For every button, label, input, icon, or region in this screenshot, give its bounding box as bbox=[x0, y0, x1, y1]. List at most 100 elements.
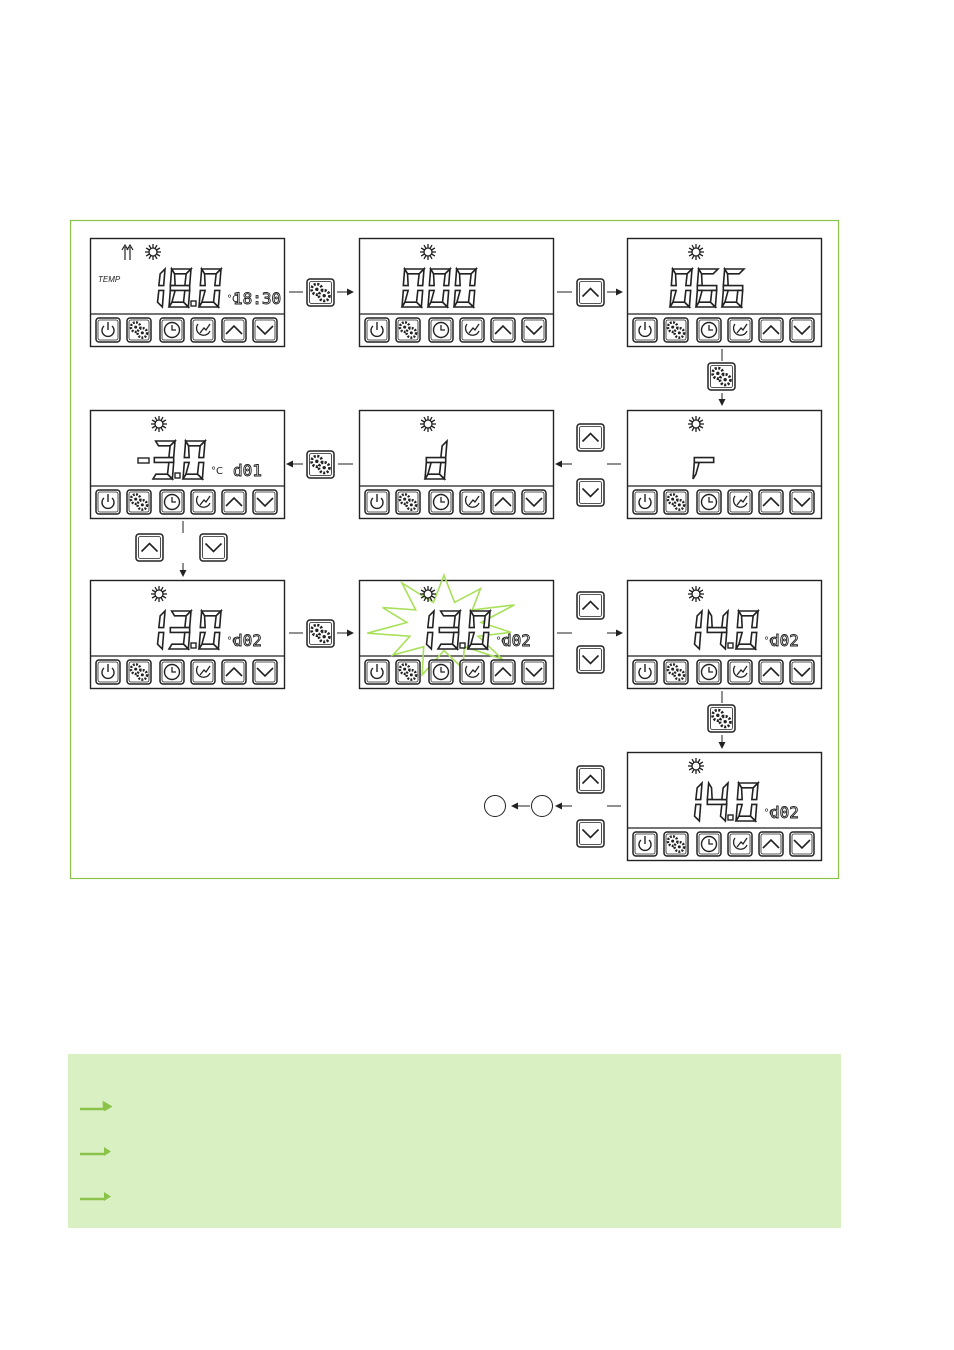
unit-label: °C bbox=[764, 636, 776, 647]
lcd-segment bbox=[169, 284, 191, 292]
sun-icon bbox=[420, 244, 436, 260]
step-up-key bbox=[576, 278, 605, 307]
step-up-key bbox=[576, 591, 605, 620]
lcd-main-value bbox=[425, 608, 492, 651]
step-gears-key bbox=[707, 704, 736, 733]
graph-button bbox=[459, 489, 485, 515]
lcd-sub-value: d01 bbox=[233, 461, 262, 480]
power-icon bbox=[638, 322, 652, 338]
lcd-decimal-point bbox=[190, 642, 197, 649]
lcd-segment bbox=[156, 289, 165, 309]
lcd-segment bbox=[427, 289, 436, 308]
sun-icon bbox=[688, 244, 704, 260]
power-icon bbox=[101, 322, 115, 338]
lcd-decimal-point bbox=[190, 300, 197, 307]
lcd-segment bbox=[468, 266, 477, 287]
step-down-key bbox=[576, 819, 605, 848]
lcd-segment bbox=[670, 266, 678, 287]
lcd-screen-1: TEMP°C18:30 bbox=[89, 237, 286, 348]
gears-icon bbox=[398, 663, 418, 681]
note-arrow-icon bbox=[80, 1100, 112, 1112]
chevron-down-icon bbox=[581, 654, 600, 665]
graph-icon bbox=[195, 665, 211, 678]
down-button bbox=[252, 317, 278, 343]
lcd-segment bbox=[720, 780, 729, 801]
lcd-sub-value: d02 bbox=[502, 631, 531, 650]
graph-icon bbox=[464, 665, 480, 678]
chevron-up-icon bbox=[225, 496, 243, 507]
lcd-main-value bbox=[156, 608, 223, 651]
graph-icon bbox=[732, 837, 748, 850]
chevron-up-icon bbox=[494, 324, 512, 335]
power-button bbox=[364, 317, 390, 343]
lcd-segment bbox=[736, 780, 744, 801]
sun-icon bbox=[151, 586, 167, 602]
power-icon bbox=[638, 494, 652, 510]
clock-icon bbox=[163, 663, 181, 681]
lcd-frame bbox=[89, 237, 286, 348]
power-button bbox=[364, 489, 390, 515]
power-button bbox=[632, 489, 658, 515]
lcd-segment bbox=[736, 608, 744, 629]
lcd-segment bbox=[694, 780, 703, 801]
lcd-decimal-point bbox=[459, 642, 466, 649]
unit-label: °C bbox=[496, 636, 508, 647]
chevron-up-icon bbox=[494, 496, 512, 507]
lcd-key-row bbox=[632, 317, 815, 343]
lcd-segment bbox=[454, 266, 462, 287]
up-button bbox=[221, 489, 247, 515]
down-button bbox=[789, 317, 815, 343]
graph-icon bbox=[464, 495, 480, 508]
lcd-main-value bbox=[692, 456, 715, 480]
gears-icon bbox=[711, 366, 732, 387]
lcd-segment bbox=[719, 803, 728, 823]
gears-icon bbox=[666, 493, 686, 511]
step-down-key bbox=[576, 478, 605, 507]
gears-icon bbox=[666, 663, 686, 681]
lcd-segment bbox=[735, 631, 744, 650]
lcd-segment bbox=[157, 266, 166, 287]
gears-icon bbox=[666, 835, 686, 853]
graph-icon bbox=[732, 323, 748, 336]
clock-button bbox=[696, 659, 722, 685]
power-button bbox=[632, 831, 658, 857]
step-gears-key bbox=[707, 362, 736, 391]
lcd-segment bbox=[213, 608, 222, 629]
graph-button bbox=[727, 659, 753, 685]
lcd-segment bbox=[416, 266, 425, 287]
clock-button bbox=[696, 831, 722, 857]
chevron-up-icon bbox=[581, 774, 600, 785]
gears-button bbox=[126, 659, 152, 685]
clock-button bbox=[159, 489, 185, 515]
chevron-down-icon bbox=[525, 325, 543, 336]
graph-button bbox=[727, 489, 753, 515]
power-icon bbox=[101, 494, 115, 510]
step-up-key bbox=[576, 765, 605, 794]
lcd-segment bbox=[151, 473, 175, 480]
lcd-key-row bbox=[95, 317, 278, 343]
lcd-segment bbox=[428, 266, 436, 287]
gears-icon bbox=[129, 493, 149, 511]
power-icon bbox=[638, 664, 652, 680]
up-button bbox=[490, 659, 516, 685]
lcd-segment bbox=[183, 438, 191, 459]
step-down-key bbox=[576, 645, 605, 674]
step-down-key bbox=[199, 533, 228, 562]
up-button bbox=[758, 489, 784, 515]
up-button bbox=[221, 317, 247, 343]
lcd-screen-2 bbox=[358, 237, 555, 348]
down-button bbox=[789, 489, 815, 515]
clock-button bbox=[428, 489, 454, 515]
gears-icon bbox=[398, 493, 418, 511]
power-button bbox=[95, 659, 121, 685]
gears-icon bbox=[129, 321, 149, 339]
gears-button bbox=[663, 659, 689, 685]
clock-icon bbox=[432, 663, 450, 681]
power-icon bbox=[370, 494, 384, 510]
lcd-main-value bbox=[693, 780, 760, 823]
lcd-segment bbox=[442, 266, 451, 287]
